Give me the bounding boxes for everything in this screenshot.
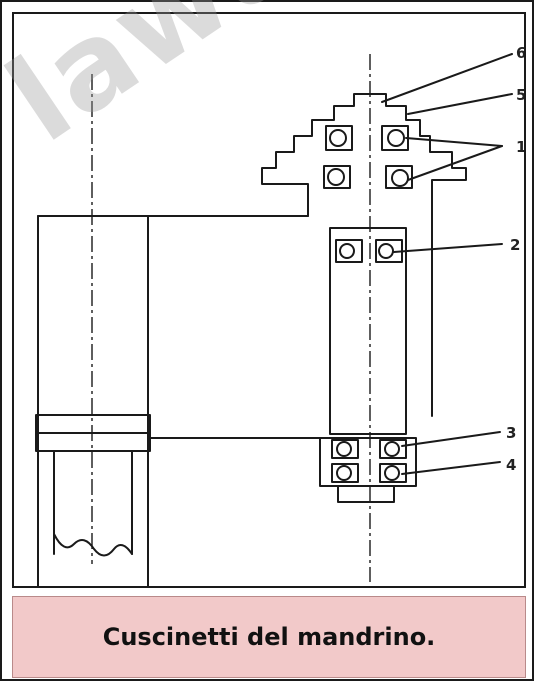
leader-1b <box>407 145 503 181</box>
label-5: 5 <box>516 86 524 104</box>
leader-4 <box>401 461 501 475</box>
caption-box: Cuscinetti del mandrino. <box>12 596 526 678</box>
label-2: 2 <box>510 236 520 254</box>
label-1: 1 <box>516 138 524 156</box>
spindle-bearing-diagram: 6 5 1 2 3 4 <box>35 44 524 586</box>
leader-1a <box>405 137 503 147</box>
caption-text: Cuscinetti del mandrino. <box>102 623 436 651</box>
upper-bearing-pair-a <box>325 125 409 151</box>
leader-5 <box>407 93 513 115</box>
leader-6 <box>381 53 513 103</box>
label-4: 4 <box>506 456 516 474</box>
label-6: 6 <box>516 44 524 62</box>
label-3: 3 <box>506 424 516 442</box>
lower-bearing-pair-a <box>331 439 407 459</box>
spindle-head-outline <box>261 93 467 417</box>
middle-bearing-pair <box>335 239 403 263</box>
upper-bearing-pair-b <box>323 165 413 189</box>
leader-2 <box>393 243 503 253</box>
leader-3 <box>401 431 501 447</box>
drawing-area: 6 5 1 2 3 4 laway <box>0 0 526 588</box>
spindle-nose <box>337 485 395 503</box>
spindle-body <box>329 227 407 435</box>
lower-bearing-pair-b <box>331 463 407 483</box>
column-break-line <box>53 533 133 557</box>
